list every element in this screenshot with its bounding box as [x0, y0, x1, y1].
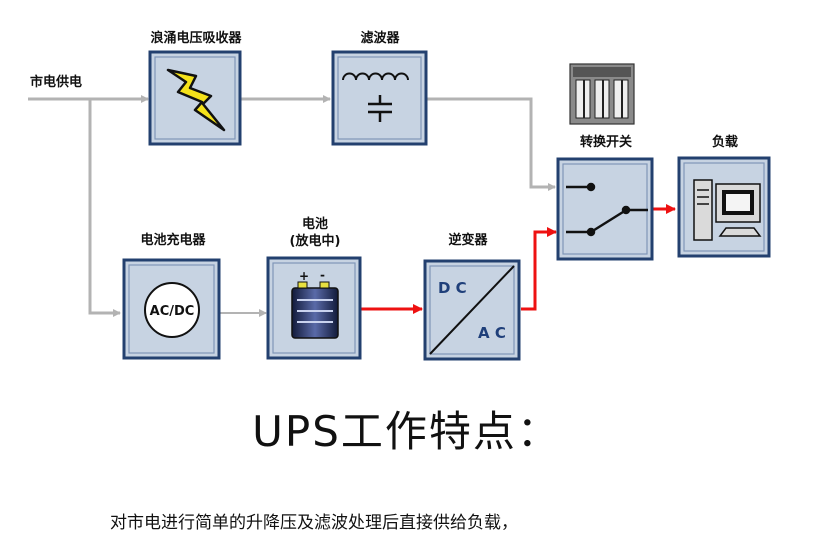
- load-box: [677, 156, 771, 258]
- switch-panel-icon: [569, 63, 635, 125]
- battery-label: 电池: [302, 216, 328, 232]
- ups-description-text: 对市电进行简单的升降压及滤波处理后直接供给负载，: [110, 513, 518, 533]
- battery-minus-terminal: -: [320, 268, 325, 282]
- ac-dc-circle: [144, 282, 200, 338]
- load-label: 负载: [712, 134, 738, 150]
- battery-box: + -: [266, 256, 362, 360]
- surge-absorber-label: 浪涌电压吸收器: [150, 30, 242, 46]
- battery-status-label: (放电中): [290, 233, 341, 249]
- ups-block-diagram: 市电供电 浪涌电压吸收器 滤波器 转换开关 负载 电池充电器 电池 (放电中) …: [28, 30, 771, 361]
- battery-icon: [291, 281, 339, 339]
- inverter-box: D C A C: [423, 259, 521, 361]
- computer-icon: [693, 179, 762, 241]
- battery-paths: [360, 204, 676, 314]
- filter-box: [331, 50, 428, 146]
- ups-features-heading: UPS工作特点：: [252, 407, 561, 456]
- inverter-diagonal: [429, 265, 515, 355]
- transfer-switch-label: 转换开关: [580, 134, 632, 150]
- transfer-switch-box: [556, 157, 654, 261]
- capacitor-icon: [368, 95, 392, 122]
- battery-plus-terminal: +: [299, 269, 309, 283]
- charger-ac-dc-text: AC/DC: [150, 304, 195, 319]
- mains-to-charger-line: [88, 99, 121, 317]
- inverter-ac-text: A C: [478, 324, 506, 342]
- charger-label: 电池充电器: [140, 232, 206, 248]
- inverter-label: 逆变器: [448, 232, 488, 248]
- switch-contact-icon: [566, 182, 648, 237]
- mains-paths: [28, 95, 556, 317]
- inductor-coil-icon: [342, 72, 409, 81]
- charger-box: AC/DC: [122, 258, 221, 360]
- filter-to-switch-line: [427, 97, 556, 191]
- inverter-to-switch-line: [521, 227, 557, 311]
- surge-absorber-box: [148, 50, 242, 146]
- mains-input-label: 市电供电: [30, 74, 82, 90]
- lightning-bolt-icon: [166, 68, 226, 132]
- filter-label: 滤波器: [360, 30, 400, 46]
- inverter-dc-text: D C: [438, 279, 467, 297]
